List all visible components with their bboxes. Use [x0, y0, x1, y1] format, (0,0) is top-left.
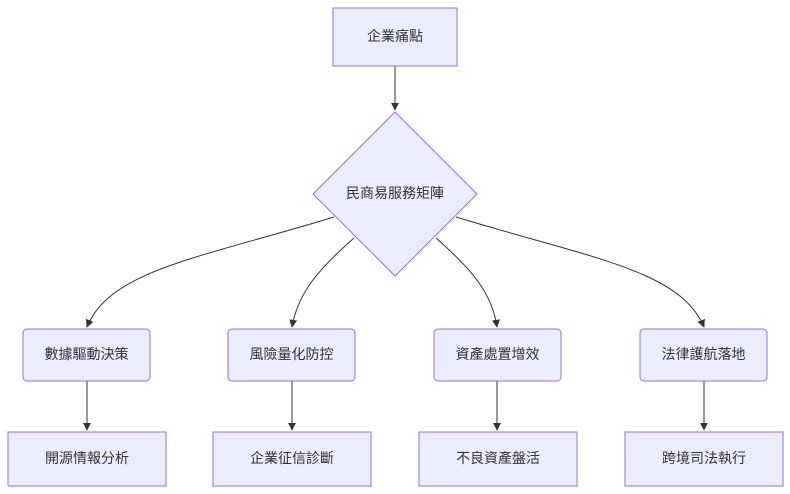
- node-leaf-4: 跨境司法執行: [624, 431, 784, 487]
- edge-hub-to-branch-4: [455, 216, 705, 328]
- edge-hub-to-branch-3: [435, 237, 500, 328]
- node-hub-label: 民商易服務矩陣: [346, 186, 444, 202]
- node-branch-3-label: 資產處置增效: [456, 346, 540, 363]
- node-root: 企業痛點: [332, 7, 458, 67]
- edges-group: [83, 66, 708, 431]
- node-branch-3: 資產處置增效: [433, 328, 562, 382]
- node-leaf-2: 企業征信診斷: [212, 431, 372, 487]
- node-leaf-3: 不良資產盤活: [418, 431, 578, 487]
- edge-hub-to-branch-2: [289, 237, 355, 328]
- node-leaf-4-label: 跨境司法執行: [662, 451, 746, 467]
- node-branch-1-label: 數據驅動決策: [45, 346, 129, 363]
- node-branch-1: 數據驅動決策: [22, 328, 151, 382]
- node-root-label: 企業痛點: [367, 28, 423, 45]
- node-leaf-3-label: 不良資產盤活: [456, 450, 540, 467]
- edge-hub-to-branch-1: [85, 216, 335, 328]
- node-branch-2-label: 風險量化防控: [250, 347, 334, 363]
- node-branch-4: 法律護航落地: [639, 328, 768, 382]
- node-branch-2: 風險量化防控: [227, 328, 356, 382]
- node-hub-decision: 民商易服務矩陣: [312, 111, 478, 277]
- node-leaf-2-label: 企業征信診斷: [250, 450, 334, 467]
- node-leaf-1: 開源情報分析: [7, 431, 167, 487]
- node-branch-4-label: 法律護航落地: [662, 347, 746, 363]
- node-leaf-1-label: 開源情報分析: [45, 451, 129, 467]
